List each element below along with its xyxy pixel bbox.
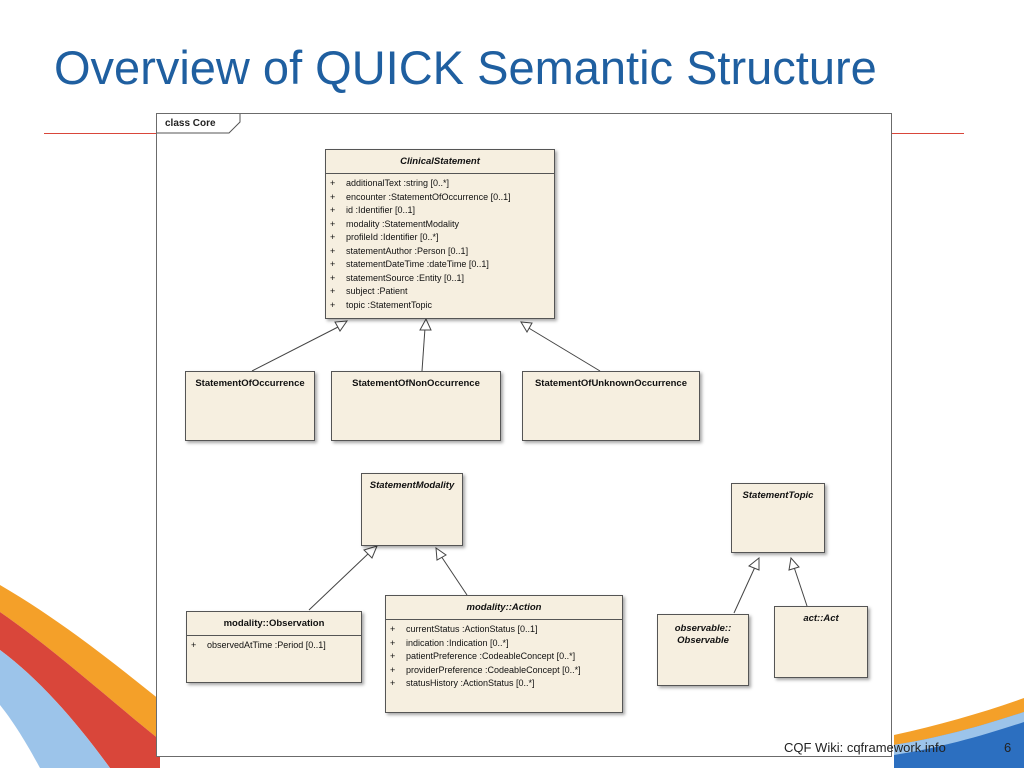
class-name: ClinicalStatement: [400, 156, 480, 167]
class-name: observable:: Observable: [674, 623, 732, 646]
class-statement-of-non-occurrence[interactable]: StatementOfNonOccurrence: [331, 371, 501, 441]
attribute-statement-date-time: +statementDateTime :dateTime [0..1]: [330, 259, 489, 269]
class-name: StatementTopic: [742, 490, 814, 501]
swoosh-right-orange: [894, 698, 1024, 745]
class-observation[interactable]: modality::Observation +observedAtTime :P…: [186, 611, 362, 683]
attribute-list: +observedAtTime :Period [0..1]: [187, 635, 361, 656]
class-statement-of-unknown-occurrence[interactable]: StatementOfUnknownOccurrence: [522, 371, 700, 441]
class-name: StatementOfOccurrence: [195, 378, 305, 389]
attribute-additional-text: +additionalText :string [0..*]: [330, 178, 450, 188]
uml-diagram-frame: class Core ClinicalStatement +additional…: [156, 113, 892, 757]
class-statement-topic[interactable]: StatementTopic: [731, 483, 825, 553]
title-rule-left: [44, 133, 156, 134]
attribute-list: +currentStatus :ActionStatus [0..1] +ind…: [386, 619, 622, 694]
attribute-topic: +topic :StatementTopic: [330, 299, 433, 310]
class-statement-modality[interactable]: StatementModality: [361, 473, 463, 546]
attribute-statement-author: +statementAuthor :Person [0..1]: [330, 245, 469, 256]
arrow-action-to-modality: [440, 555, 468, 596]
attribute-patient-preference: +patientPreference :CodeableConcept [0..…: [390, 651, 576, 661]
frame-label: class Core: [165, 118, 216, 129]
frame-tag-outline: [157, 114, 241, 134]
attribute-indication: +indication :Indication [0..*]: [390, 637, 509, 648]
generalization-arrows: [251, 317, 808, 614]
swoosh-red-band: [0, 612, 160, 768]
arrow-head-act: [788, 556, 800, 571]
attribute-profile-id: +profileId :Identifier [0..*]: [330, 232, 439, 242]
attribute-statement-source: +statementSource :Entity [0..1]: [330, 272, 465, 283]
class-statement-of-occurrence[interactable]: StatementOfOccurrence: [185, 371, 315, 441]
title-rule-right: [892, 133, 964, 134]
arrow-act-to-topic: [793, 566, 808, 607]
arrow-head-observation: [363, 545, 378, 559]
class-name: StatementOfUnknownOccurrence: [534, 378, 688, 389]
arrow-occurrence-to-clinical: [251, 325, 341, 372]
class-name: StatementModality: [369, 480, 455, 491]
arrow-head-nonoccurrence: [419, 317, 432, 331]
attribute-modality: +modality :StatementModality: [330, 218, 460, 229]
footer-source: CQF Wiki: cqframework.info: [784, 740, 946, 755]
attribute-subject: +subject :Patient: [330, 286, 408, 296]
attribute-observed-at-time: +observedAtTime :Period [0..1]: [191, 640, 326, 650]
slide-title: Overview of QUICK Semantic Structure: [54, 41, 877, 94]
class-name: StatementOfNonOccurrence: [352, 378, 480, 389]
attribute-provider-preference: +providerPreference :CodeableConcept [0.…: [390, 664, 581, 675]
arrow-unknown-to-clinical: [526, 326, 601, 372]
arrow-head-action: [435, 546, 447, 561]
class-name: modality::Action: [466, 602, 542, 613]
arrow-observable-to-topic: [733, 566, 756, 614]
class-observable[interactable]: observable:: Observable: [657, 614, 749, 686]
page-number: 6: [1004, 740, 1012, 755]
arrow-head-occurrence: [334, 320, 349, 332]
swoosh-light-blue-band: [0, 650, 110, 768]
arrow-observation-to-modality: [308, 551, 371, 611]
arrow-nonoccurrence-to-clinical: [421, 327, 426, 372]
arrow-head-unknown: [520, 321, 533, 333]
class-name: modality::Observation: [223, 618, 325, 629]
class-action[interactable]: modality::Action +currentStatus :ActionS…: [385, 595, 623, 713]
swoosh-right-lightblue: [894, 712, 1024, 755]
arrow-head-observable: [748, 556, 760, 571]
attribute-status-history: +statusHistory :ActionStatus [0..*]: [390, 678, 535, 688]
attribute-current-status: +currentStatus :ActionStatus [0..1]: [390, 624, 538, 634]
class-act[interactable]: act::Act: [774, 606, 868, 678]
class-name: act::Act: [803, 613, 839, 624]
attribute-encounter: +encounter :StatementOfOccurrence [0..1]: [330, 191, 511, 202]
swoosh-orange-band: [0, 585, 160, 740]
attribute-list: +additionalText :string [0..*] +encounte…: [326, 173, 554, 315]
class-clinical-statement[interactable]: ClinicalStatement +additionalText :strin…: [325, 149, 555, 319]
attribute-id: +id :Identifier [0..1]: [330, 205, 416, 215]
